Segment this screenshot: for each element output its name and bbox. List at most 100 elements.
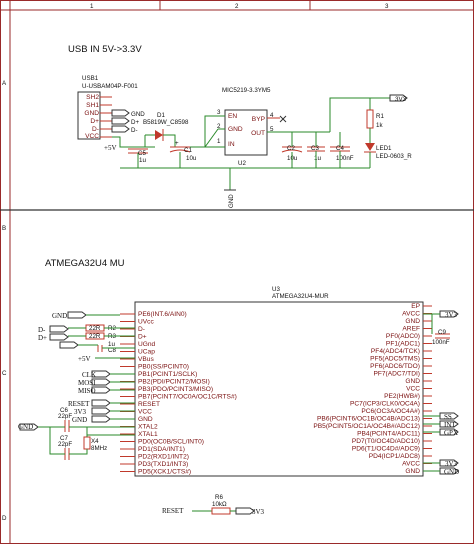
r6-value: 10kΩ	[212, 501, 227, 508]
mcu-flag-3v3-bot[interactable]	[439, 459, 459, 467]
mcu-flag-3v3[interactable]	[91, 407, 111, 415]
usb-supply-label: +5V	[104, 144, 117, 152]
led1-part: LED-0603_R	[376, 153, 412, 160]
mcu-left-pin-label: GND	[138, 416, 153, 423]
mcu-right-pin-label: PD4(ICP1/ADC8)	[369, 453, 420, 460]
r6-resistor[interactable]	[211, 507, 231, 515]
power-section-title: USB IN 5V->3.3V	[68, 44, 142, 55]
usb-connector-body[interactable]	[77, 91, 101, 140]
c4-ref: C4	[336, 145, 344, 152]
mcu-right-pin-label: PD6(T1/OC4D#/ADC9)	[352, 446, 420, 453]
mcu-right-pin-label: PB5(PCINT5/OC1A/OC4B#/ADC12)	[313, 423, 420, 430]
mcu-right-pin-label: VCC	[406, 386, 420, 393]
c3-value: 1u	[314, 155, 321, 162]
mcu-flag-gnd-bot[interactable]	[439, 467, 459, 475]
mcu-flag-clk[interactable]	[91, 370, 111, 378]
mcu-left-pin-label: XTAL1	[138, 431, 158, 438]
regulator-ref: U2	[238, 160, 246, 167]
mcu-flag-gpx[interactable]	[439, 428, 459, 436]
mcu-flag-ss[interactable]	[439, 412, 459, 420]
mcu-right-pins: EPAVCCGNDAREFPF0(ADC0)PF1(ADC1)PF4(ADC4/…	[313, 303, 432, 475]
mcu-left-pin-label: UCap	[138, 349, 155, 356]
c5-value: 1u	[139, 157, 146, 164]
mcu-flag-reset[interactable]	[91, 399, 111, 407]
mcu-flag-gnd-ucap[interactable]	[59, 341, 79, 349]
mcu-right-pin-label: PB6(PCINT6/OC1B/OC4B/ADC13)	[317, 416, 420, 423]
mcu-net-gnd-top: GND	[52, 312, 67, 320]
mcu-net-dplus: D+	[38, 334, 47, 342]
mcu-left-pins: PE6(INT.6/AIN0)UVccD-D+UGndUCapVBusPB0(S…	[120, 311, 237, 476]
usb-net-dminus: D-	[131, 127, 138, 134]
mcu-net-3v3-top: 3V3	[445, 311, 458, 319]
mcu-net-gnd-bot: GND	[444, 468, 459, 476]
x4-crystal[interactable]	[83, 436, 91, 450]
mcu-flag-gnd[interactable]	[91, 415, 111, 423]
mcu-left-pin-label: PD2(RXD1/INT2)	[138, 454, 189, 461]
led1-symbol[interactable]	[365, 143, 375, 151]
usb-net-flag-dminus[interactable]	[111, 125, 130, 133]
mcu-right-pin-label: PC7(ICP3/CLK0/OC4A)	[350, 401, 420, 408]
usb-pin-gnd: GND	[84, 110, 99, 117]
d1-part: B5819W_C8598	[143, 119, 189, 126]
svg-text:+: +	[175, 140, 179, 147]
usb-net-flag-gnd[interactable]	[111, 109, 130, 117]
r3-value: 22R	[89, 333, 101, 340]
c1-ref: C1	[184, 147, 192, 154]
mcu-flag-gnd-xtal[interactable]	[19, 423, 39, 431]
mcu-right-pin-label: AVCC	[402, 311, 420, 318]
d1-diode-symbol[interactable]	[155, 130, 163, 140]
c4-value: 100nF	[336, 155, 354, 162]
reset-net: RESET	[162, 507, 184, 515]
reset-pull-flag[interactable]	[235, 507, 255, 515]
mcu-left-pin-label: PD1(SDA/INT1)	[138, 446, 185, 453]
mcu-flag-dminus[interactable]	[49, 325, 69, 333]
c7-ref: C7	[60, 435, 68, 442]
mcu-left-pin-label: RESET	[138, 401, 160, 408]
mcu-flag-dplus[interactable]	[49, 333, 69, 341]
mcu-right-pin-label: PF5(ADC5/TMS)	[370, 356, 420, 363]
c2-ref: C2	[287, 145, 295, 152]
mcu-net-miso: MISO	[78, 387, 96, 395]
x4-ref: X4	[91, 438, 99, 445]
mcu-ref: U3	[272, 286, 280, 293]
reg-pin-out: OUT	[251, 130, 265, 137]
reg-pin-num-1: 1	[217, 138, 221, 145]
reg-pin-num-3: 3	[217, 109, 221, 116]
reg-pin-gnd: GND	[228, 126, 243, 133]
r1-resistor[interactable]	[366, 109, 374, 129]
mcu-left-pin-label: PD0(OC0B/SCL/INT0)	[138, 439, 204, 446]
mcu-net-dminus: D-	[38, 326, 46, 334]
usb-pin-sh1: SH1	[86, 102, 99, 109]
col-label-2: 2	[235, 3, 239, 10]
mcu-flag-gnd-top[interactable]	[67, 311, 87, 319]
mcu-right-pin-label: GND	[405, 318, 420, 325]
mcu-flag-int[interactable]	[439, 420, 459, 428]
mcu-left-pin-label: UGnd	[138, 341, 156, 348]
mcu-left-pin-label: PB1(PCINT1/SCLK)	[138, 371, 197, 378]
mcu-flag-mosi[interactable]	[91, 378, 111, 386]
mcu-flag-miso[interactable]	[91, 386, 111, 394]
regulator-part: MIC5219-3.3YM5	[222, 87, 271, 94]
col-label-1: 1	[90, 3, 94, 10]
reg-pin-en: EN	[228, 113, 237, 120]
usb-pin-dplus: D+	[90, 118, 99, 125]
c6-value: 22pF	[58, 413, 72, 420]
mcu-right-pin-label: AVCC	[402, 461, 420, 468]
mcu-net-clk: CLK	[82, 371, 96, 379]
c9-ref: C9	[438, 329, 446, 336]
mcu-left-pin-label: D-	[138, 326, 145, 333]
mcu-left-pin-label: D+	[138, 334, 147, 341]
row-label-d: D	[2, 515, 7, 522]
reg-pin-num-5: 5	[270, 126, 274, 133]
mcu-left-pin-label: PE6(INT.6/AIN0)	[138, 311, 187, 318]
usb-net-flag-dplus[interactable]	[111, 117, 130, 125]
power-net-flag-3v3[interactable]	[389, 94, 408, 102]
mcu-right-pin-label: PB4(PCINT4/ADC11)	[357, 431, 420, 438]
mcu-flag-3v3-top[interactable]	[439, 310, 459, 318]
c8-value: 1u	[108, 341, 115, 348]
mcu-left-pin-label: PB2(PDI/PCINT2/MOSI)	[138, 379, 210, 386]
reset-pull-net: 3V3	[252, 508, 265, 516]
mcu-left-pin-label: PD5(XCK1/CTS#)	[138, 469, 191, 476]
usb-ref: USB1	[82, 75, 99, 82]
reg-pin-byp: BYP	[252, 116, 266, 123]
